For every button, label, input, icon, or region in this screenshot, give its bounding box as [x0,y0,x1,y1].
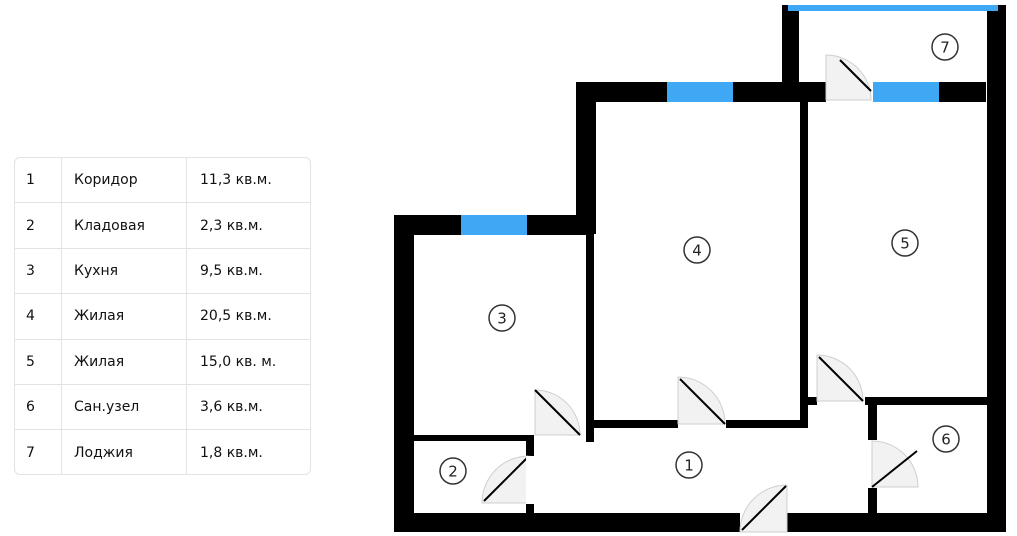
room-area: 2,3 кв.м. [200,217,263,234]
room-name: Кладовая [62,203,187,248]
window-room5 [873,82,939,102]
room-row-2: 2 Кладовая 2,3 кв.м. [15,203,310,249]
wall-room4-room5 [800,100,808,428]
room-row-3: 3 Кухня 9,5 кв.м. [15,248,310,295]
room-row-5: 5 Жилая 15,0 кв. м. [15,339,310,385]
room-area: 9,5 кв.м. [200,262,263,279]
door-room4 [677,376,726,428]
room-labels: 1 2 3 4 5 6 7 [439,33,960,485]
room-label-1: 1 [675,451,703,479]
window-kitchen [461,215,527,235]
room-name: Лоджия [62,430,187,474]
wall-loggia-west [782,5,799,100]
door-bathroom [868,440,919,488]
room-number: 4 [15,294,62,339]
window-loggia [788,5,998,11]
room-label-2-text: 2 [448,463,458,481]
room-area: 1,8 кв.м. [200,445,263,462]
room-label-4: 4 [683,236,711,264]
room-label-7: 7 [931,33,959,61]
wall-step [576,82,596,234]
doors [481,54,919,533]
wall-storage-north [412,435,532,441]
room-label-5-text: 5 [900,235,910,253]
room-number: 2 [15,203,62,248]
room-name: Жилая [62,339,187,384]
room-number: 6 [15,384,62,430]
room-row-7: 7 Лоджия 1,8 кв.м. [15,430,310,474]
room-name: Жилая [62,294,187,339]
wall-south [394,513,1006,532]
room-number: 3 [15,248,62,294]
room-row-6: 6 Сан.узел 3,6 кв.м. [15,384,310,431]
door-kitchen [534,389,582,443]
door-loggia [825,54,873,102]
room-name: Коридор [62,158,187,203]
room-number: 7 [15,430,62,474]
wall-west [394,215,414,532]
door-room5 [816,354,865,405]
wall-room5-south [808,397,988,405]
door-storage [481,455,534,504]
room-label-5: 5 [891,229,919,257]
room-area: 3,6 кв.м. [200,399,263,416]
door-entrance [739,484,788,533]
window-room4 [667,82,733,102]
room-label-3: 3 [488,304,516,332]
room-label-6-text: 6 [941,431,951,449]
room-label-1-text: 1 [684,457,694,475]
room-label-3-text: 3 [497,310,507,328]
wall-east [987,5,1006,532]
room-label-4-text: 4 [692,242,702,260]
room-label-6: 6 [932,425,960,453]
room-row-4: 4 Жилая 20,5 кв.м. [15,294,310,340]
room-row-1: 1 Коридор 11,3 кв.м. [15,158,310,204]
room-name: Сан.узел [62,384,187,430]
room-area: 20,5 кв.м. [200,308,272,325]
room-area: 15,0 кв. м. [200,353,277,370]
room-name: Кухня [62,248,187,294]
room-number: 1 [15,158,62,203]
windows [461,5,998,235]
room-number: 5 [15,339,62,384]
room-legend-table: 1 Коридор 11,3 кв.м. 2 Кладовая 2,3 кв.м… [14,157,311,475]
wall-kitchen-room4 [586,232,594,442]
room-label-7-text: 7 [940,39,950,57]
room-label-2: 2 [439,457,467,485]
room-area: 11,3 кв.м. [200,172,272,189]
